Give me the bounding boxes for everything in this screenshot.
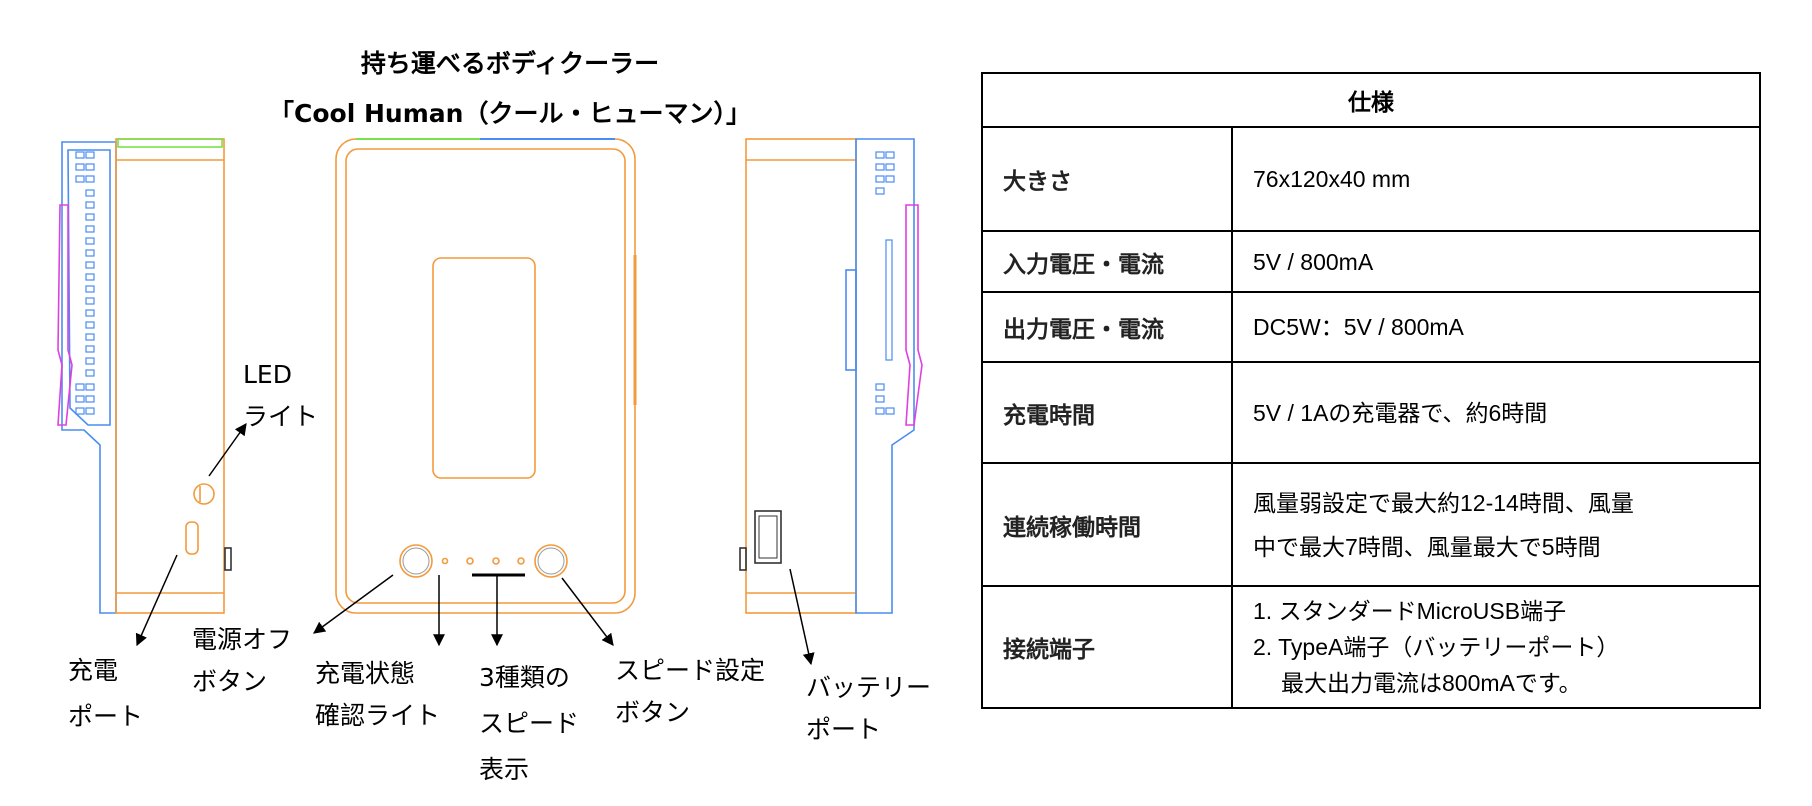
spec-key: 接続端子 [981,585,1233,709]
speed-button-icon [534,544,568,578]
spec-value: 風量弱設定で最大約12-14時間、風量 中で最大7時間、風量最大で5時間 [1231,462,1761,587]
table-row: 入力電圧・電流 5V / 800mA [981,230,1761,293]
led-light-icon [193,483,215,505]
power-button-icon [399,544,433,578]
arrow-battery-port [789,568,815,666]
usb-a-port-icon [754,510,782,564]
spec-value: 76x120x40 mm [1231,126,1761,232]
left-side-view [57,138,232,614]
spec-value: 5V / 800mA [1231,230,1761,293]
table-row: 充電時間 5V / 1Aの充電器で、約6時間 [981,361,1761,464]
speed-indicator-icon [492,557,500,565]
diagram-title-line2: 「Cool Human（クール・ヒューマン）」 [269,99,751,128]
speed-indicator-icon [517,557,525,565]
spec-key: 充電時間 [981,361,1233,464]
label-power-off-button: 電源オフ ボタン [192,625,293,696]
spec-table-header: 仕様 [981,72,1761,128]
spec-value: 5V / 1Aの充電器で、約6時間 [1231,361,1761,464]
right-side-view [739,138,923,614]
micro-usb-port-icon [185,521,199,555]
label-led-light: LED ライト [243,360,319,431]
arrow-speed-button [561,577,614,646]
label-speed-display: 3種類の スピード 表示 [479,663,580,784]
arrow-led [208,423,247,477]
spec-value: DC5W：5V / 800mA [1231,291,1761,363]
spec-key: 連続稼働時間 [981,462,1233,587]
diagram-title-line1: 持ち運べるボディクーラー [360,49,660,78]
arrow-power-off [313,574,394,634]
arrow-charge-port [135,554,178,647]
table-row: 接続端子 1. スタンダードMicroUSB端子 2. TypeA端子（バッテリ… [981,585,1761,709]
table-row: 連続稼働時間 風量弱設定で最大約12-14時間、風量 中で最大7時間、風量最大で… [981,462,1761,587]
spec-table: 仕様 大きさ 76x120x40 mm 入力電圧・電流 5V / 800mA 出… [981,72,1761,709]
vent-holes [75,151,95,415]
spec-value: 1. スタンダードMicroUSB端子 2. TypeA端子（バッテリーポート）… [1231,585,1761,709]
table-row: 大きさ 76x120x40 mm [981,126,1761,232]
charge-status-light-icon [441,557,449,565]
speed-indicator-icon [466,557,474,565]
spec-key: 出力電圧・電流 [981,291,1233,363]
spec-key: 入力電圧・電流 [981,230,1233,293]
table-row: 出力電圧・電流 DC5W：5V / 800mA [981,291,1761,363]
label-battery-port: バッテリー ポート [806,673,932,744]
label-speed-button: スピード設定 ボタン [615,656,766,727]
label-charge-port: 充電 ポート [68,656,144,731]
front-view [335,138,637,614]
label-charge-status-light: 充電状態 確認ライト [315,659,441,730]
spec-key: 大きさ [981,126,1233,232]
product-drawing [57,138,923,666]
